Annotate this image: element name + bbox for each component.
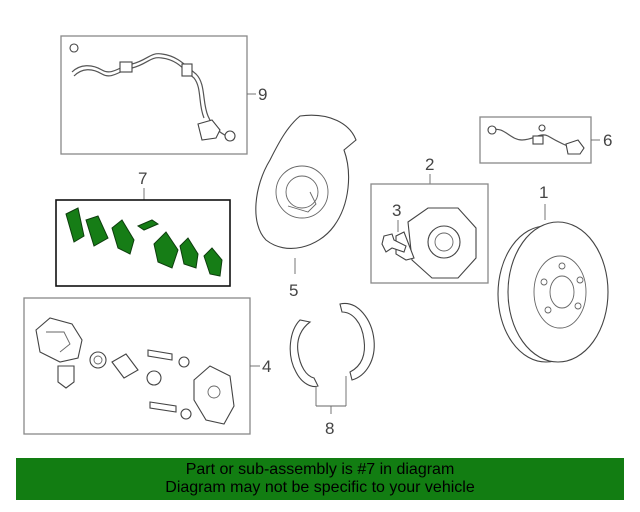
part-6-sensor-head <box>565 139 585 155</box>
part-4-guide-pin-1 <box>147 349 173 361</box>
part-5-backing-plate <box>255 114 357 249</box>
part-4-boot <box>146 370 162 386</box>
part-4-guide-pin-2 <box>149 401 177 413</box>
part-1-rotor-center <box>549 275 575 309</box>
part-1-brake-rotor-group[interactable]: 1 <box>497 183 609 363</box>
part-4-bolt-cap-2 <box>180 408 192 420</box>
callout-2: 2 <box>425 155 434 174</box>
info-banner: Part or sub-assembly is #7 in diagram Di… <box>16 458 624 500</box>
part-6-clip <box>538 124 546 132</box>
part-9-grommet <box>69 43 79 53</box>
banner-line-2: Diagram may not be specific to your vehi… <box>165 479 475 496</box>
part-8-parking-brake-shoes-group[interactable]: 8 <box>289 303 375 438</box>
part-2-hub-ring <box>427 225 461 259</box>
brake-pad-4 <box>153 231 179 269</box>
part-3-hub-bolt <box>381 233 407 253</box>
callout-1: 1 <box>539 183 548 202</box>
part-1-rotor-hat <box>533 255 587 329</box>
brake-pad-2 <box>85 215 109 247</box>
part-4-bolt-cap-1 <box>178 356 190 368</box>
part-7-frame <box>55 199 231 287</box>
part-3-hub-bolt-group[interactable]: 3 <box>381 201 407 253</box>
part-4-mounting-bracket <box>193 365 235 425</box>
callout-3: 3 <box>392 201 401 220</box>
brake-pad-5 <box>179 237 199 269</box>
part-1-stud-hole-3 <box>574 302 582 310</box>
part-1-stud-hole-1 <box>558 262 566 270</box>
part-6-connector <box>532 135 544 145</box>
part-4-bracket-small <box>57 365 75 389</box>
part-5-bracket <box>287 191 317 213</box>
part-9-abs-sensor-group[interactable]: 9 <box>60 35 267 155</box>
part-4-caliper-group[interactable]: 4 <box>23 297 271 435</box>
part-4-caliper-body <box>35 317 83 363</box>
part-9-sensor-head <box>197 119 221 141</box>
callout-9: 9 <box>258 85 267 104</box>
part-2-hub-center <box>434 232 454 252</box>
callout-5: 5 <box>289 281 298 300</box>
part-1-stud-hole-5 <box>540 278 548 286</box>
part-9-wire-inner <box>73 57 205 119</box>
brake-pad-3 <box>111 219 135 255</box>
banner-line-1: Part or sub-assembly is #7 in diagram <box>185 461 455 478</box>
part-1-stud-hole-2 <box>576 276 584 284</box>
callout-4: 4 <box>262 357 271 376</box>
part-9-sensor-tip <box>224 130 236 142</box>
part-9-connector <box>119 61 133 73</box>
part-8-shoe-right <box>339 303 375 381</box>
brake-pad-1 <box>65 207 85 243</box>
part-4-bracket-hole <box>207 385 221 399</box>
part-9-frame <box>60 35 248 155</box>
part-1-rotor-face <box>507 221 609 363</box>
part-6-grommet <box>487 125 497 135</box>
part-8-shoe-left <box>289 319 319 388</box>
part-4-seal-ring-inner <box>93 355 103 365</box>
part-1-stud-hole-4 <box>544 306 552 314</box>
part-9-wire <box>71 53 235 141</box>
callout-8: 8 <box>325 419 334 438</box>
part-7-brake-pad-set-group[interactable]: 7 <box>55 169 231 287</box>
brake-pad-shim <box>136 219 160 231</box>
part-2-frame <box>370 183 489 284</box>
brake-pad-6 <box>203 247 223 277</box>
part-4-piston <box>111 353 139 379</box>
part-4-caliper-detail <box>46 331 71 353</box>
callout-6: 6 <box>603 131 612 150</box>
callout-7: 7 <box>138 169 147 188</box>
part-2-hub-bearing-group[interactable]: 2 <box>370 155 489 284</box>
part-6-sensor-wire-group[interactable]: 6 <box>479 116 612 164</box>
part-9-clip <box>181 63 193 77</box>
part-5-hub-opening <box>275 165 329 219</box>
part-5-center <box>285 175 319 209</box>
part-4-seal-ring <box>89 351 107 369</box>
part-5-backing-plate-group[interactable]: 5 <box>255 114 357 300</box>
